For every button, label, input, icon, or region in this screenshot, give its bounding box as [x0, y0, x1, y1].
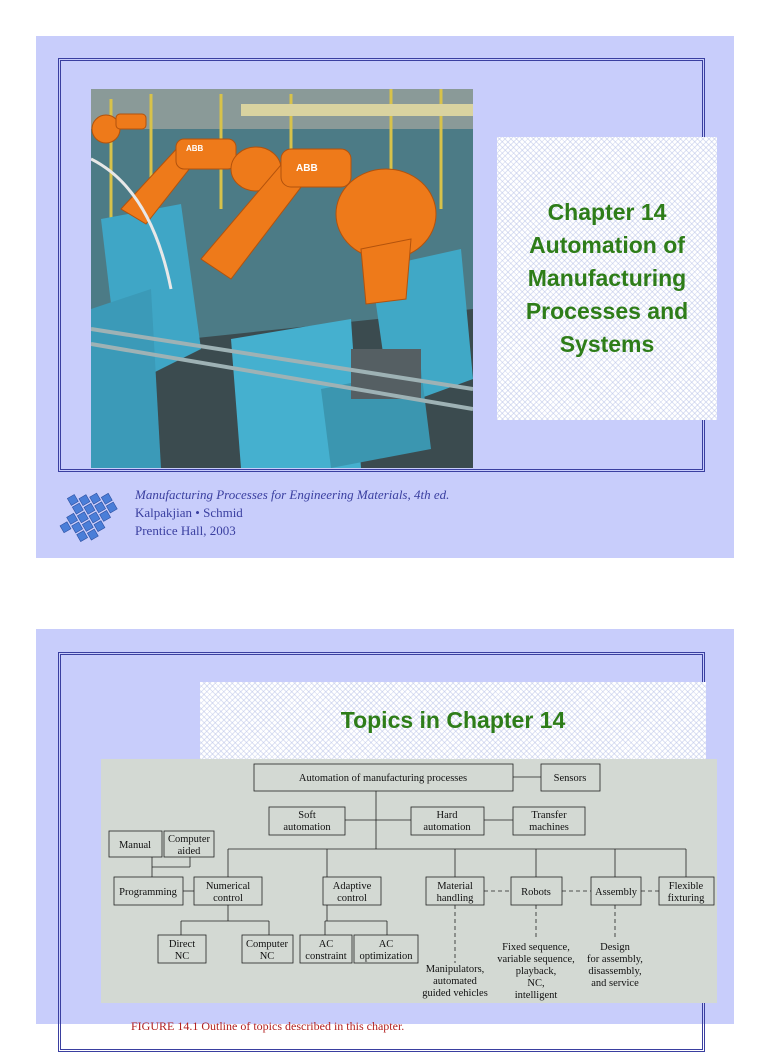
node-robots: Robots	[510, 876, 563, 906]
svg-text:aided: aided	[178, 846, 201, 857]
chapter-title-box: Chapter 14 Automation of Manufacturing P…	[497, 137, 717, 420]
topics-title: Topics in Chapter 14	[340, 707, 566, 733]
robot-brand-label: ABB	[186, 144, 204, 153]
svg-text:optimization: optimization	[359, 951, 413, 962]
svg-text:Direct: Direct	[169, 939, 195, 950]
svg-text:Computer: Computer	[246, 939, 288, 950]
node-adaptive-control: Adaptive control	[322, 876, 382, 906]
slide-footer: Manufacturing Processes for Engineering …	[135, 486, 449, 540]
svg-text:disassembly,: disassembly,	[588, 966, 641, 977]
book-title: Manufacturing Processes for Engineering …	[135, 487, 408, 502]
svg-text:intelligent: intelligent	[515, 990, 558, 1001]
book-publisher: Prentice Hall, 2003	[135, 523, 236, 538]
text-manipulators: Manipulators, automated guided vehicles	[422, 964, 488, 999]
svg-text:Automation of manufacturing pr: Automation of manufacturing processes	[299, 773, 467, 784]
svg-text:automation: automation	[423, 822, 471, 833]
svg-text:AC: AC	[379, 939, 394, 950]
node-programming: Programming	[113, 876, 184, 906]
svg-text:Fixed sequence,: Fixed sequence,	[502, 942, 570, 953]
svg-text:Hard: Hard	[437, 810, 459, 821]
svg-text:Assembly: Assembly	[595, 887, 638, 898]
svg-text:Computer: Computer	[168, 834, 210, 845]
svg-text:constraint: constraint	[305, 951, 346, 962]
svg-text:automation: automation	[283, 822, 331, 833]
slide-frame: ABB ABB Chapter 14 Automation of Manufac…	[58, 58, 717, 472]
svg-text:Adaptive: Adaptive	[333, 881, 372, 892]
svg-text:Robots: Robots	[521, 887, 551, 898]
robot-brand-label: ABB	[296, 163, 318, 174]
svg-text:Sensors: Sensors	[554, 773, 587, 784]
svg-text:playback,: playback,	[516, 966, 557, 977]
svg-text:Transfer: Transfer	[531, 810, 567, 821]
node-computer-aided: Computer aided	[163, 830, 215, 858]
node-ac-constraint: AC constraint	[299, 934, 353, 964]
svg-text:fixturing: fixturing	[668, 893, 705, 904]
book-edition: , 4th ed.	[407, 487, 450, 502]
svg-text:control: control	[337, 893, 367, 904]
svg-text:Manipulators,: Manipulators,	[426, 964, 485, 975]
svg-text:guided vehicles: guided vehicles	[422, 988, 488, 999]
topics-diagram: Automation of manufacturing processes Se…	[101, 759, 717, 1003]
node-assembly: Assembly	[590, 876, 642, 906]
svg-text:Soft: Soft	[298, 810, 316, 821]
svg-text:automated: automated	[433, 976, 477, 987]
slide-frame: Topics in Chapter 14	[58, 652, 717, 1052]
svg-text:Flexible: Flexible	[669, 881, 704, 892]
svg-text:Numerical: Numerical	[206, 881, 250, 892]
svg-text:variable sequence,: variable sequence,	[497, 954, 575, 965]
book-authors: Kalpakjian • Schmid	[135, 505, 243, 520]
robot-assembly-line-photo: ABB ABB	[91, 89, 473, 468]
svg-text:AC: AC	[319, 939, 334, 950]
node-material-handling: Material handling	[425, 876, 485, 906]
svg-text:Material: Material	[437, 881, 473, 892]
slide-topics: Topics in Chapter 14	[36, 629, 734, 1052]
svg-text:Manual: Manual	[119, 840, 151, 851]
svg-text:handling: handling	[437, 893, 474, 904]
publisher-logo	[50, 477, 128, 555]
svg-text:NC: NC	[260, 951, 275, 962]
svg-text:Programming: Programming	[119, 887, 177, 898]
node-sensors: Sensors	[540, 763, 601, 792]
svg-text:for assembly,: for assembly,	[587, 954, 643, 965]
node-flexible-fixturing: Flexible fixturing	[658, 876, 715, 906]
slide-chapter-title: ABB ABB Chapter 14 Automation of Manufac…	[36, 36, 734, 558]
node-computer-nc: Computer NC	[241, 934, 294, 964]
node-numerical-control: Numerical control	[193, 876, 263, 906]
svg-text:Design: Design	[600, 942, 630, 953]
svg-text:and service: and service	[591, 978, 639, 989]
svg-text:NC,: NC,	[527, 978, 544, 989]
chapter-title: Chapter 14 Automation of Manufacturing P…	[525, 199, 689, 357]
svg-text:machines: machines	[529, 822, 569, 833]
node-hard-automation: Hard automation	[410, 806, 485, 836]
node-ac-optimization: AC optimization	[353, 934, 419, 964]
svg-text:NC: NC	[175, 951, 190, 962]
figure-caption: FIGURE 14.1 Outline of topics described …	[131, 1019, 405, 1033]
text-robot-types: Fixed sequence, variable sequence, playb…	[497, 942, 575, 1001]
text-design: Design for assembly, disassembly, and se…	[587, 942, 643, 989]
node-manual: Manual	[108, 830, 163, 858]
node-root: Automation of manufacturing processes	[253, 763, 514, 792]
node-direct-nc: Direct NC	[157, 934, 207, 964]
node-transfer-machines: Transfer machines	[512, 806, 586, 836]
topics-title-box: Topics in Chapter 14	[200, 682, 706, 759]
node-soft-automation: Soft automation	[268, 806, 346, 836]
svg-text:control: control	[213, 893, 243, 904]
